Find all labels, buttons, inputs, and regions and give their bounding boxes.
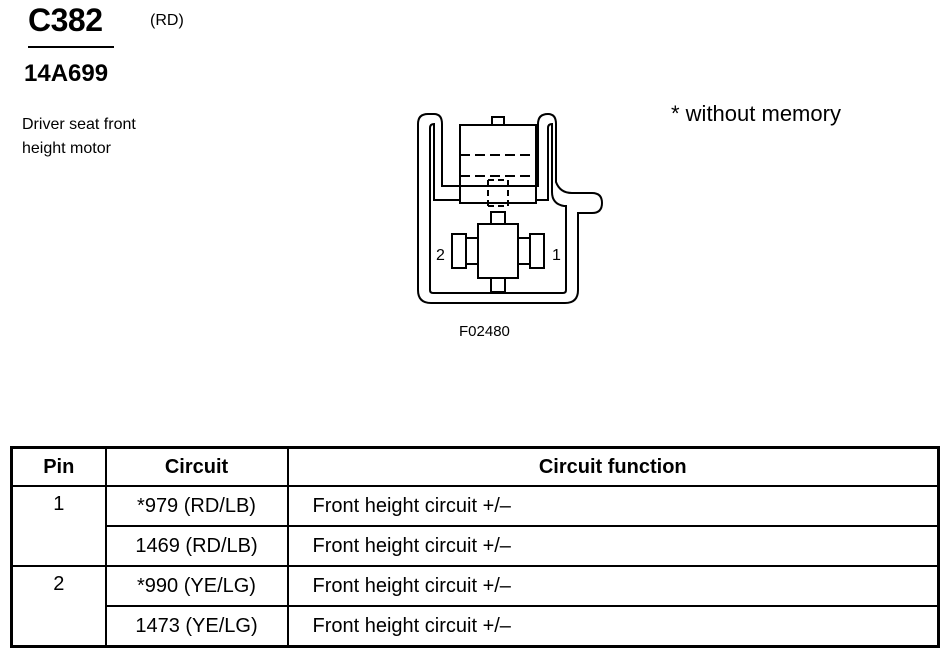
circuit-cell: *990 (YE/LG) <box>104 565 289 607</box>
circuit-function-cell: Front height circuit +/– <box>286 605 940 648</box>
circuit-function-cell: Front height circuit +/– <box>286 485 940 527</box>
circuit-cell: 1473 (YE/LG) <box>104 605 289 648</box>
header-circuit: Circuit <box>104 446 289 487</box>
circuit-cell: *979 (RD/LB) <box>104 485 289 527</box>
connector-id-underline <box>28 46 114 48</box>
circuit-cell: 1469 (RD/LB) <box>104 525 289 567</box>
connector-id: C382 <box>28 2 103 38</box>
pin-label-2: 2 <box>436 247 445 264</box>
connector-latch <box>459 124 537 204</box>
header-circuit-function: Circuit function <box>286 446 940 487</box>
table-row: 2 *990 (YE/LG) Front height circuit +/– <box>10 565 940 648</box>
terminal-left-blade <box>451 233 467 269</box>
circuit-function-cell: Front height circuit +/– <box>286 565 940 607</box>
table-header-row: Pin Circuit Circuit function <box>10 446 940 487</box>
connector-inner-slot <box>429 116 567 294</box>
connector-housing-outline <box>417 112 604 304</box>
table-row: 1473 (YE/LG) Front height circuit +/– <box>12 605 940 648</box>
pin-cell: 1 <box>10 485 107 567</box>
terminal-left-bridge <box>465 237 479 265</box>
terminal-stem-top <box>490 211 506 225</box>
circuit-function-cell: Front height circuit +/– <box>286 525 940 567</box>
table-row: 1469 (RD/LB) Front height circuit +/– <box>12 525 940 567</box>
header-pin: Pin <box>10 446 107 487</box>
component-description-line: Driver seat front <box>22 116 136 133</box>
part-number: 14A699 <box>24 60 109 87</box>
component-description: Driver seat front height motor <box>22 113 222 161</box>
terminal-right-blade <box>529 233 545 269</box>
terminal-stem-bottom <box>490 277 506 293</box>
connector-face-diagram: 2 1 <box>417 112 604 304</box>
pinout-table: Pin Circuit Circuit function 1 *979 (RD/… <box>10 446 940 648</box>
terminal-right-bridge <box>517 237 531 265</box>
component-description-line: height motor <box>22 140 111 157</box>
figure-id: F02480 <box>459 323 510 340</box>
pin-cell: 2 <box>10 565 107 648</box>
connector-color: (RD) <box>150 12 184 29</box>
pin-label-1: 1 <box>552 247 561 264</box>
table-row: 1 *979 (RD/LB) Front height circuit +/– <box>10 485 940 567</box>
memory-note: * without memory <box>671 101 841 126</box>
terminal-body <box>477 223 519 279</box>
